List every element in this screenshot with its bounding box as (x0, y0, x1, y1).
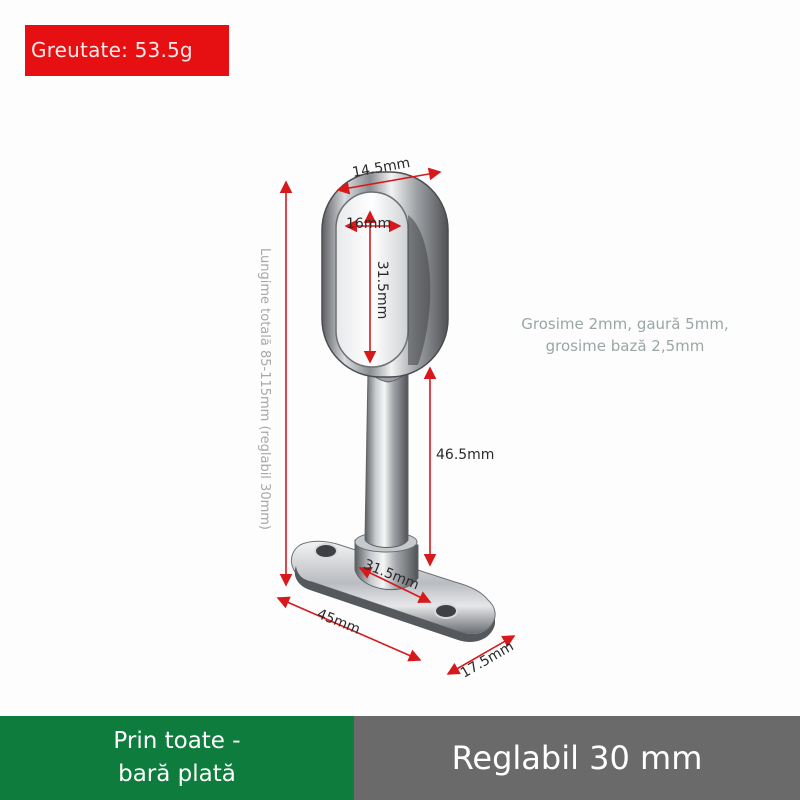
footer-left-panel: Prin toate - bară plată (0, 716, 354, 800)
weight-badge: Greutate: 53.5g (25, 25, 229, 76)
footer-left-line: bară plată (118, 761, 236, 787)
dim-total-length: Lungime totală 85-115mm (reglabil 30mm) (257, 248, 272, 530)
material-note: Grosime 2mm, gaură 5mm, grosime bază 2,5… (490, 313, 760, 357)
material-note-line: grosime bază 2,5mm (545, 337, 705, 355)
dim-ring-inner-height: 31.5mm (374, 260, 390, 320)
stem (364, 371, 409, 548)
material-note-line: Grosime 2mm, gaură 5mm, (521, 315, 729, 333)
footer-left-line: Prin toate - (113, 728, 241, 754)
dim-ring-inner-width: 16mm (346, 216, 392, 232)
dim-stem-height: 46.5mm (436, 447, 495, 463)
screw-hole-icon (314, 543, 338, 559)
screw-hole-icon (434, 603, 458, 619)
footer-banner: Prin toate - bară plată Reglabil 30 mm (0, 716, 800, 800)
dimension-arrows (276, 167, 516, 675)
footer-right-panel: Reglabil 30 mm (354, 716, 800, 800)
